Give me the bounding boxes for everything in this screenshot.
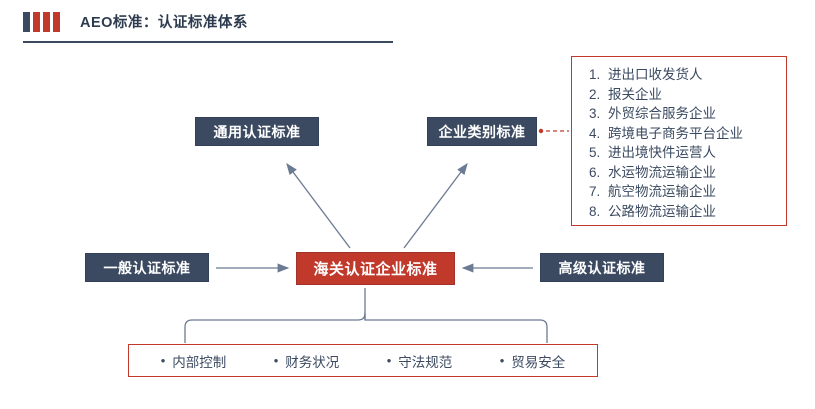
header-decoration-bars: [23, 12, 71, 32]
criteria-label: 守法规范: [398, 354, 453, 370]
header-bar-2: [33, 12, 40, 32]
criteria-item-legal-compliance: • 守法规范: [387, 351, 453, 371]
criteria-label: 贸易安全: [511, 354, 566, 370]
list-item: 进出境快件运营人: [604, 143, 780, 163]
criteria-item-financial-status: • 财务状况: [274, 351, 340, 371]
header-bar-4: [53, 12, 60, 32]
list-item: 航空物流运输企业: [604, 182, 780, 202]
node-general-cert[interactable]: 通用认证标准: [195, 117, 319, 146]
header-bar-3: [43, 12, 50, 32]
list-item: 水运物流运输企业: [604, 163, 780, 183]
header-bar-1: [23, 12, 30, 32]
bullet-icon: •: [273, 353, 279, 368]
enterprise-category-list: 进出口收发货人 报关企业 外贸综合服务企业 跨境电子商务平台企业 进出境快件运营…: [578, 65, 780, 221]
bullet-icon: •: [160, 353, 166, 368]
bullet-icon: •: [499, 353, 505, 368]
bullet-icon: •: [386, 353, 392, 368]
list-item: 外贸综合服务企业: [604, 104, 780, 124]
page-title: AEO标准：认证标准体系: [80, 15, 248, 31]
node-center-customs-standard[interactable]: 海关认证企业标准: [296, 252, 455, 285]
header-divider: [23, 41, 393, 43]
node-enterprise-category[interactable]: 企业类别标准: [427, 117, 537, 146]
criteria-label: 内部控制: [172, 354, 227, 370]
list-item: 公路物流运输企业: [604, 202, 780, 222]
enterprise-category-list-panel: 进出口收发货人 报关企业 外贸综合服务企业 跨境电子商务平台企业 进出境快件运营…: [571, 56, 787, 226]
criteria-item-trade-security: • 贸易安全: [500, 351, 566, 371]
criteria-item-internal-control: • 内部控制: [161, 351, 227, 371]
criteria-label: 财务状况: [285, 354, 340, 370]
list-item: 进出口收发货人: [604, 65, 780, 85]
criteria-panel: • 内部控制 • 财务状况 • 守法规范 • 贸易安全: [128, 344, 598, 377]
node-basic-cert[interactable]: 一般认证标准: [85, 253, 209, 282]
list-item: 报关企业: [604, 85, 780, 105]
list-item: 跨境电子商务平台企业: [604, 124, 780, 144]
node-advanced-cert[interactable]: 高级认证标准: [540, 253, 664, 282]
